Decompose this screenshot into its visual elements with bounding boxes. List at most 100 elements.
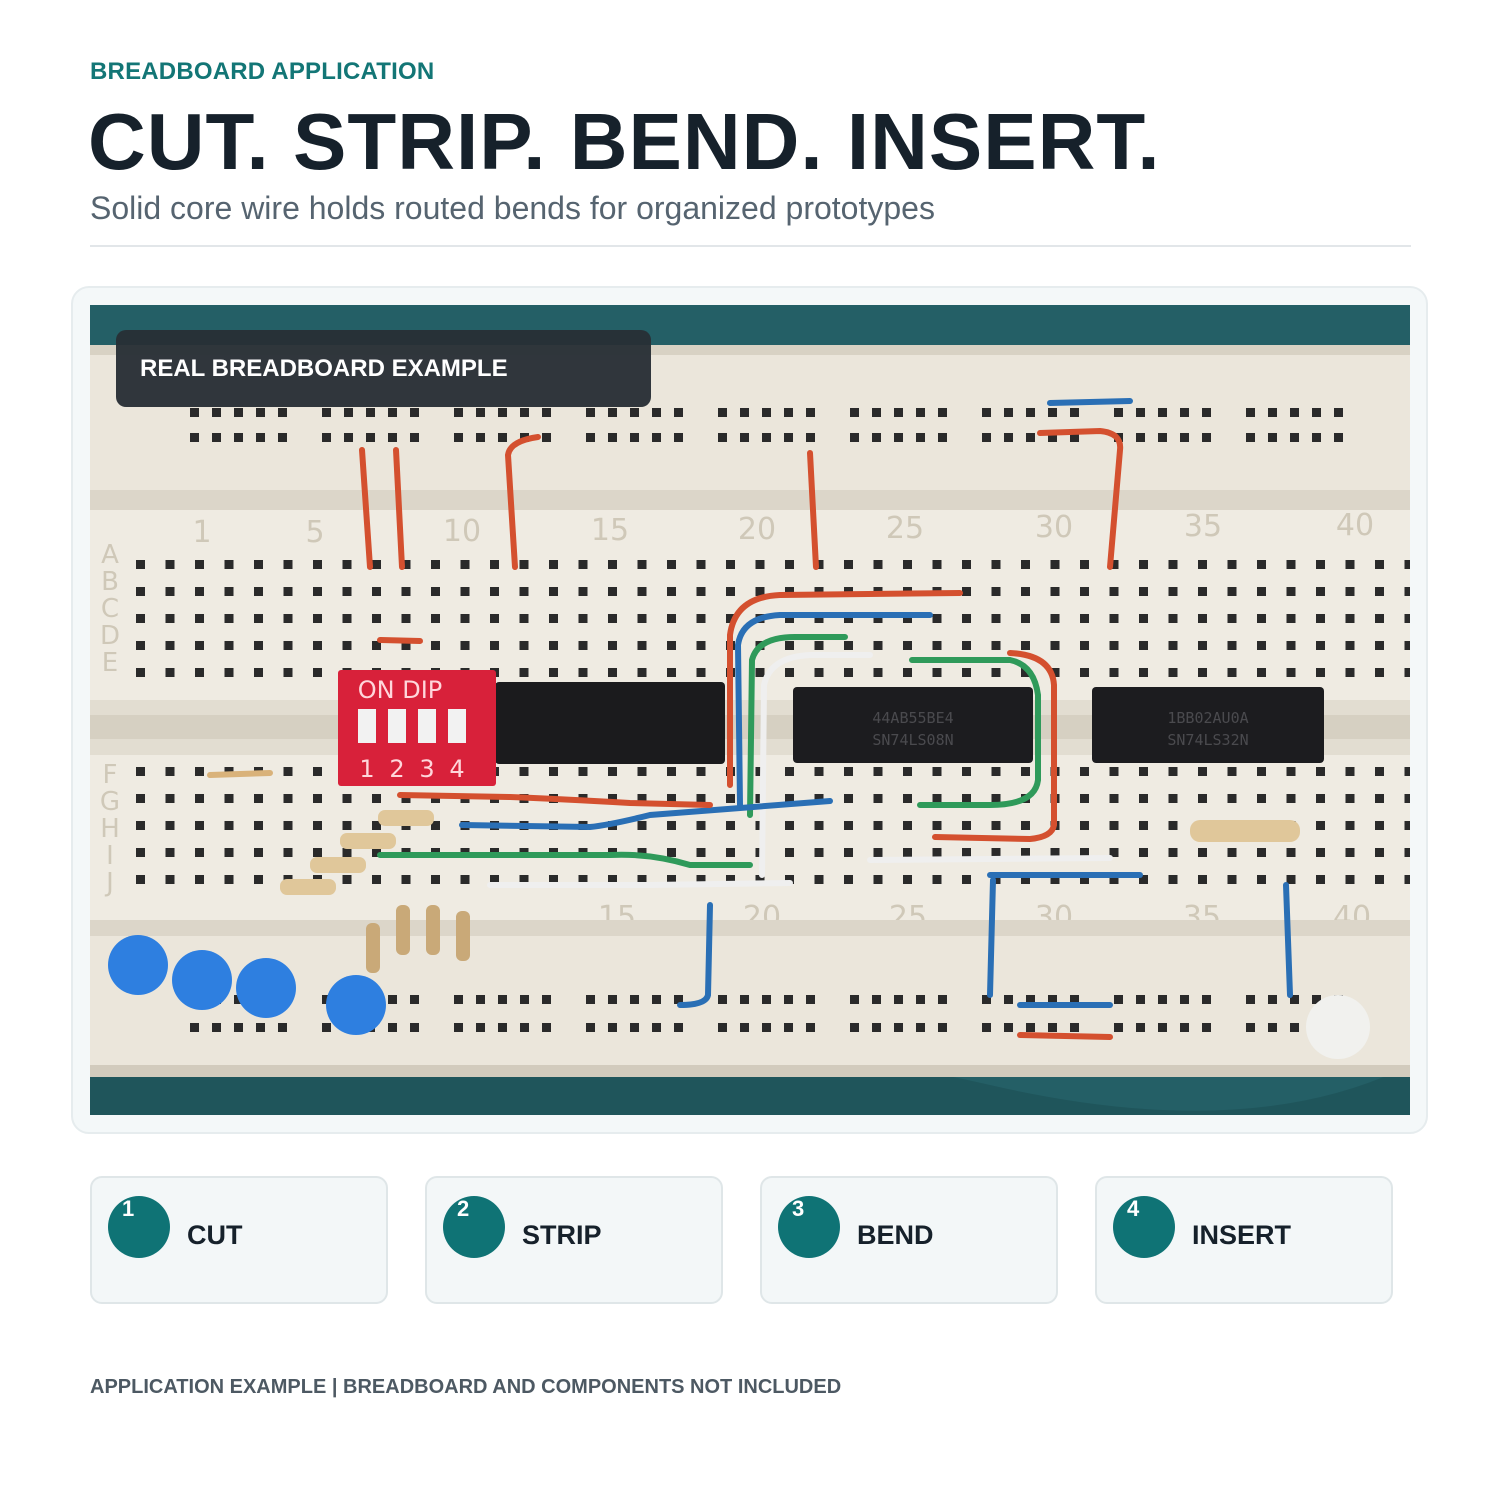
breadboard-hole — [1286, 794, 1296, 803]
breadboard-hole — [696, 641, 706, 650]
red-jumper-wire — [807, 450, 819, 570]
dip-switch-numbers: 1 2 3 4 — [359, 755, 464, 783]
breadboard-hole — [490, 560, 499, 569]
breadboard-hole — [165, 614, 175, 623]
breadboard-hole — [696, 668, 706, 677]
breadboard-hole — [283, 668, 293, 677]
breadboard-hole — [726, 794, 735, 803]
breadboard-hole — [1286, 614, 1296, 623]
breadboard-hole — [212, 433, 221, 442]
breadboard-hole — [136, 875, 145, 884]
column-number: 25 — [886, 511, 924, 546]
breadboard-hole — [1375, 794, 1384, 803]
breadboard-hole — [873, 767, 883, 776]
breadboard-hole — [630, 995, 639, 1004]
breadboard-hole — [1004, 1023, 1013, 1032]
breadboard-hole — [549, 560, 558, 569]
step-number: 4 — [1127, 1196, 1140, 1221]
header-divider — [90, 245, 1411, 247]
breadboard-hole — [903, 560, 912, 569]
breadboard-hole — [1070, 408, 1079, 417]
breadboard-hole — [1114, 1023, 1123, 1032]
resistor — [366, 923, 380, 973]
breadboard-hole — [578, 641, 588, 650]
ic-chip-1 — [495, 682, 725, 764]
breadboard-hole — [1136, 408, 1145, 417]
step-number-badge — [1113, 1196, 1175, 1258]
breadboard-hole — [938, 995, 947, 1004]
breadboard-hole — [1139, 668, 1148, 677]
breadboard-hole — [1202, 1023, 1211, 1032]
ic-chip-3 — [1092, 687, 1324, 763]
breadboard-hole — [785, 587, 794, 596]
green-jumper-wire — [747, 634, 848, 818]
breadboard-hole — [283, 848, 293, 857]
breadboard-hole — [136, 668, 145, 677]
green-jumper-wire — [377, 851, 753, 868]
breadboard-hole — [520, 1023, 529, 1032]
step-label: BEND — [857, 1220, 934, 1250]
breadboard-hole — [608, 614, 617, 623]
breadboard-hole — [1268, 1023, 1277, 1032]
blue-led — [326, 975, 386, 1035]
breadboard-hole — [1109, 641, 1119, 650]
breadboard-hole — [982, 433, 991, 442]
breadboard-hole — [850, 1023, 859, 1032]
breadboard-hole — [903, 875, 912, 884]
breadboard-hole — [1048, 408, 1057, 417]
breadboard-hole — [903, 668, 912, 677]
page-headline: CUT. STRIP. BEND. INSERT. — [88, 97, 1161, 186]
breadboard-hole — [1050, 587, 1060, 596]
breadboard-hole — [696, 821, 706, 830]
breadboard-hole — [234, 1023, 243, 1032]
breadboard-hole — [1404, 875, 1410, 884]
breadboard-hole — [1168, 668, 1178, 677]
breadboard-hole — [578, 587, 588, 596]
blue-led — [108, 935, 168, 995]
leds — [108, 935, 1370, 1059]
breadboard-hole — [1021, 767, 1030, 776]
breadboard-hole — [454, 1023, 463, 1032]
breadboard-hole — [234, 408, 243, 417]
breadboard-hole — [1026, 433, 1035, 442]
breadboard-hole — [1334, 408, 1343, 417]
red-jumper-wire — [377, 637, 423, 644]
breadboard-hole — [1114, 995, 1123, 1004]
breadboard-hole — [1286, 848, 1296, 857]
breadboard-hole — [637, 848, 647, 857]
breadboard-hole — [234, 433, 243, 442]
breadboard-hole — [785, 641, 794, 650]
step-number-badge — [108, 1196, 170, 1258]
breadboard-hole — [136, 641, 145, 650]
column-number: 35 — [1184, 509, 1222, 544]
row-letter: D — [100, 621, 120, 651]
breadboard-hole — [136, 821, 145, 830]
breadboard-hole — [814, 794, 824, 803]
breadboard-hole — [1114, 408, 1123, 417]
breadboard-hole — [1227, 668, 1237, 677]
dip-number: 4 — [449, 755, 464, 783]
breadboard-hole — [1139, 587, 1148, 596]
breadboard-hole — [372, 560, 381, 569]
breadboard-hole — [313, 668, 322, 677]
breadboard-hole — [903, 641, 912, 650]
breadboard-hole — [962, 614, 971, 623]
breadboard-hole — [519, 560, 529, 569]
breadboard-hole — [740, 433, 749, 442]
breadboard-hole — [814, 614, 824, 623]
breadboard-hole — [256, 1023, 265, 1032]
breadboard-hole — [224, 794, 234, 803]
breadboard-hole — [608, 995, 617, 1004]
breadboard-hole — [1312, 995, 1321, 1004]
tan-jumper-wire — [207, 770, 273, 778]
breadboard-hole — [342, 587, 352, 596]
breadboard-hole — [1257, 614, 1266, 623]
breadboard-hole — [726, 587, 735, 596]
breadboard-hole — [254, 848, 263, 857]
breadboard-hole — [1050, 668, 1060, 677]
breadboard-hole — [1109, 848, 1119, 857]
breadboard-hole — [1290, 408, 1299, 417]
breadboard-hole — [1404, 767, 1410, 776]
breadboard-hole — [313, 587, 322, 596]
blue-jumper-wire — [1283, 882, 1293, 998]
